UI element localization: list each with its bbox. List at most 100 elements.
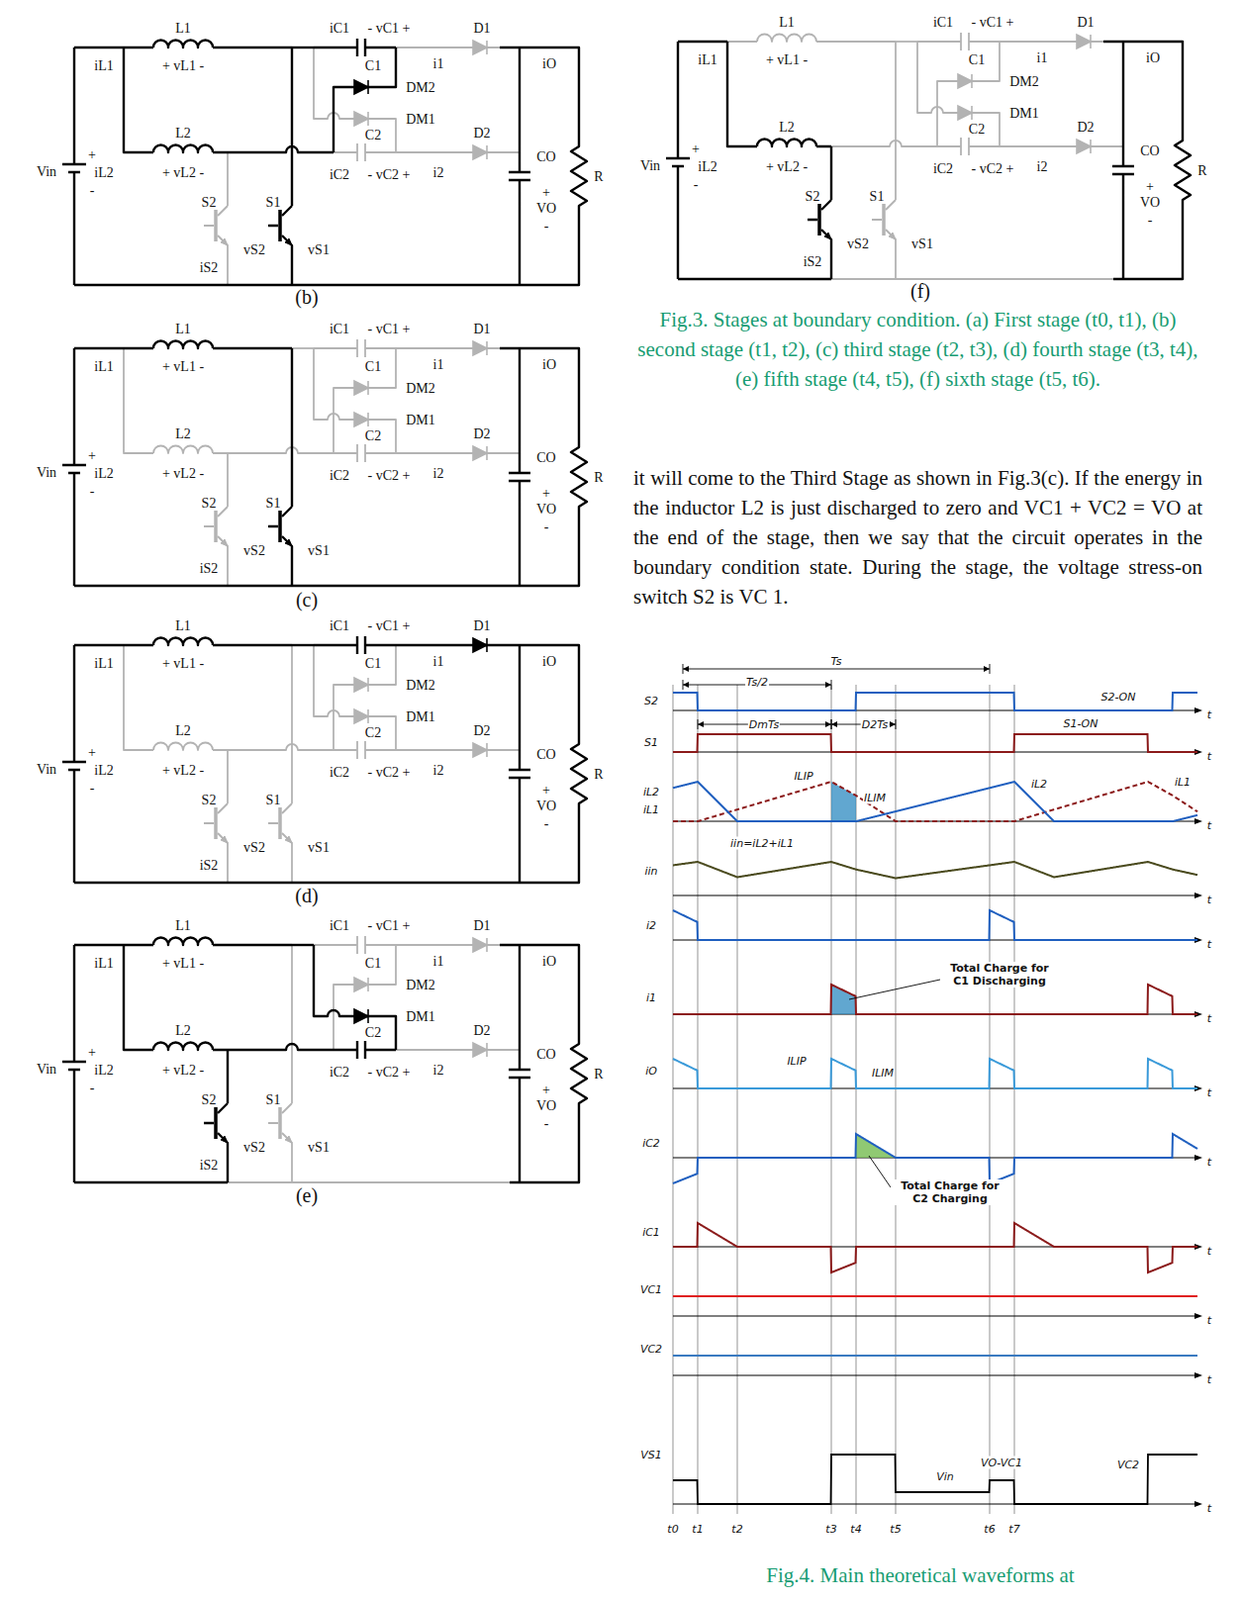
component-label: - xyxy=(543,1116,551,1132)
component-label: iL2 xyxy=(696,159,718,175)
component-label: VO xyxy=(535,1098,558,1114)
igbt-symbol xyxy=(213,510,218,543)
circuit-wire xyxy=(395,1049,520,1051)
component-label: - xyxy=(543,519,551,535)
switch-arrow xyxy=(285,238,292,246)
circuit-wire xyxy=(937,41,1000,147)
component-label: iC2 xyxy=(328,468,351,483)
annotation: Ts xyxy=(829,655,843,669)
component-label: iS2 xyxy=(198,858,220,873)
component-label: C2 xyxy=(364,725,382,741)
circuit-wire xyxy=(227,284,292,287)
component-label: + vL1 - xyxy=(161,359,205,375)
component-label: S1 xyxy=(265,1092,283,1108)
waveform-trace xyxy=(672,734,1198,753)
component-label: - xyxy=(692,177,700,192)
time-divider xyxy=(672,684,674,1515)
circuit-wire xyxy=(677,278,832,281)
circuit-wire xyxy=(74,1181,228,1184)
igbt-symbol xyxy=(213,209,218,242)
circuit-wire xyxy=(291,944,314,947)
circuit-wire xyxy=(999,145,1124,148)
igbt-symbol xyxy=(278,510,283,543)
component-label: - vC1 + xyxy=(367,20,412,36)
circuit-wire xyxy=(123,341,292,350)
circuit-wire xyxy=(1103,41,1191,280)
component-label: iC1 xyxy=(328,618,351,634)
component-label: Vin xyxy=(35,164,58,180)
circuit-wire xyxy=(727,41,832,147)
component-label: + vL2 - xyxy=(161,466,205,481)
diode-symbol xyxy=(473,638,487,653)
component-label: - xyxy=(543,218,551,234)
circuit-wire xyxy=(499,645,587,883)
component-label: + vL1 - xyxy=(764,52,809,68)
component-label: i2 xyxy=(1036,159,1050,175)
component-label: + xyxy=(1145,179,1155,194)
component-label: DM2 xyxy=(404,381,437,396)
annotation: VO-VC1 xyxy=(979,1456,1024,1470)
component-label: R xyxy=(592,470,604,485)
component-label: vS2 xyxy=(242,1140,267,1155)
component-label: VO xyxy=(1139,194,1161,210)
switch-arrow xyxy=(220,539,228,547)
component-label: iS2 xyxy=(198,260,220,276)
annotation: D2Ts xyxy=(860,718,890,732)
time-axis xyxy=(672,1375,1198,1377)
component-label: i1 xyxy=(432,56,446,72)
component-label: iO xyxy=(541,654,558,669)
component-label: iC2 xyxy=(932,161,955,177)
waveform-trace xyxy=(672,1454,1198,1505)
component-label: iS2 xyxy=(198,561,220,576)
circuit-wire xyxy=(227,447,334,454)
circuit-wire xyxy=(831,140,938,147)
time-label: t3 xyxy=(824,1523,838,1536)
component-label: - vC2 + xyxy=(367,764,412,780)
component-label: vS1 xyxy=(306,543,331,559)
diode-symbol xyxy=(354,677,369,692)
component-label: D1 xyxy=(472,321,491,337)
component-label: L2 xyxy=(174,125,192,141)
circuit-wire xyxy=(227,1044,334,1051)
component-label: D2 xyxy=(472,125,491,141)
component-label: iC1 xyxy=(932,14,955,30)
component-label: VO xyxy=(535,798,558,814)
signal-label: iin xyxy=(643,864,659,878)
circuit-wire xyxy=(499,348,587,586)
annotation: iin=iL2+iL1 xyxy=(729,837,795,851)
annotation: ILIP xyxy=(792,769,814,783)
component-label: iC1 xyxy=(328,20,351,36)
annotation: ILIM xyxy=(862,791,887,805)
component-label: iC1 xyxy=(328,321,351,337)
circuit-wire xyxy=(291,881,510,884)
component-label: iL2 xyxy=(93,165,114,181)
diode-symbol xyxy=(473,743,487,758)
diode-symbol xyxy=(354,977,369,992)
time-divider xyxy=(989,684,991,1515)
axis-arrow xyxy=(1194,1313,1203,1320)
circuit-wire xyxy=(395,749,520,752)
component-label: vS1 xyxy=(306,242,331,258)
axis-label: t xyxy=(1206,1086,1213,1100)
leader-line xyxy=(868,1155,891,1188)
component-label: D1 xyxy=(472,20,491,36)
switch-arrow xyxy=(220,1136,228,1144)
component-label: S2 xyxy=(200,495,218,511)
igbt-symbol xyxy=(817,203,822,236)
component-label: DM1 xyxy=(404,1009,437,1025)
waveform-trace xyxy=(672,1295,1198,1298)
component-label: DM2 xyxy=(1008,74,1041,90)
component-label: C2 xyxy=(364,127,382,143)
component-label: i1 xyxy=(432,357,446,373)
component-label: i1 xyxy=(432,654,446,669)
circuit-wire xyxy=(62,348,124,586)
component-label: - vC2 + xyxy=(367,1064,412,1080)
circuit-wire xyxy=(666,41,728,280)
component-label: CO xyxy=(535,747,557,763)
component-label: L1 xyxy=(174,618,192,634)
time-divider xyxy=(697,684,699,1515)
component-label: Vin xyxy=(35,1061,58,1077)
axis-label: t xyxy=(1206,750,1213,764)
component-label: D1 xyxy=(1075,14,1095,30)
diode-symbol xyxy=(473,446,487,461)
